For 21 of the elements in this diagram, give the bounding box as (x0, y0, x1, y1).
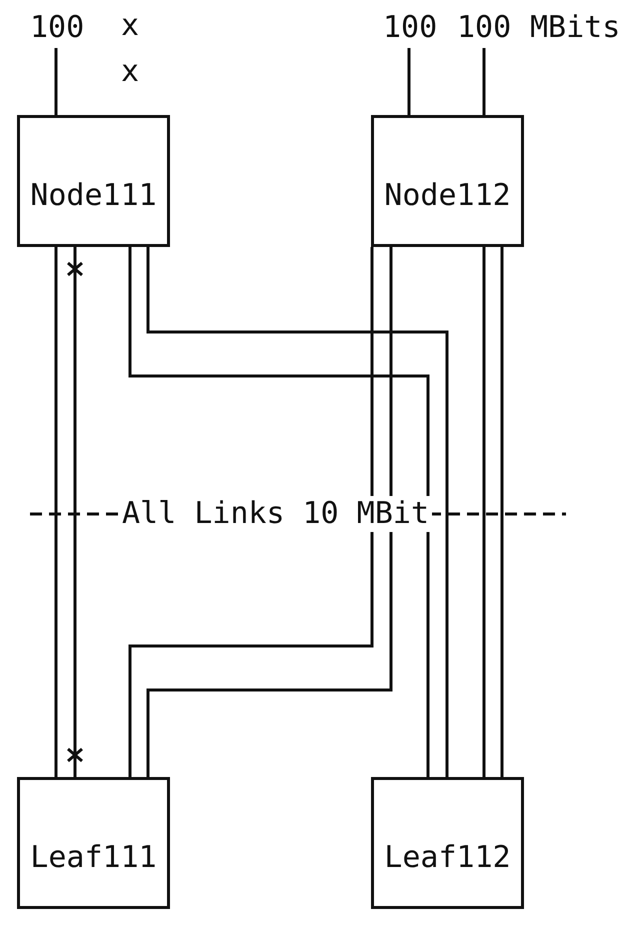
link-line (66, 247, 84, 777)
broken-link-mark: x (121, 54, 140, 90)
link-line (500, 247, 504, 777)
switch-box (17, 115, 170, 247)
unit-label: MBits (530, 10, 620, 46)
node-label: Node111 (30, 178, 157, 214)
bandwidth-label: 100 (457, 10, 512, 46)
node-label: Leaf111 (30, 840, 157, 876)
switch-box (371, 115, 524, 247)
switch-box (17, 777, 170, 909)
link-line (54, 247, 58, 777)
bandwidth-label: 100 (30, 10, 84, 46)
broken-link-mark: x (121, 8, 140, 44)
bandwidth-label: 100 (383, 10, 438, 46)
link-line (482, 247, 486, 777)
node-label: Leaf112 (384, 840, 511, 876)
switch-box (371, 777, 524, 909)
link-line (482, 48, 486, 115)
link-line (408, 48, 410, 115)
link-line (54, 48, 58, 115)
node-label: Node112 (384, 178, 511, 214)
